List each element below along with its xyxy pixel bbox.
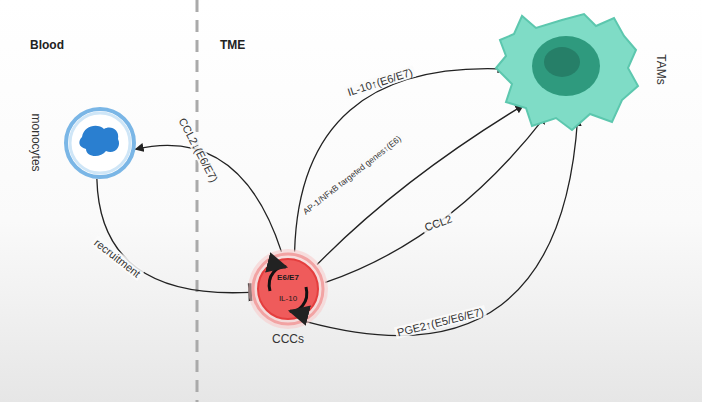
nucleus-core bbox=[544, 47, 580, 77]
connector bbox=[97, 179, 250, 293]
blood-tme-divider bbox=[196, 0, 199, 402]
glow-ring bbox=[253, 254, 323, 324]
cell-name: CCCs bbox=[272, 333, 304, 346]
cancer-cell bbox=[258, 259, 318, 319]
cell-name: TAMs bbox=[654, 55, 667, 85]
membrane-glow bbox=[70, 113, 130, 173]
monocyte-cell-shape bbox=[64, 107, 136, 179]
region-label: Blood bbox=[30, 38, 64, 52]
ccc-cell: E6/E7IL-10CCCs bbox=[256, 257, 320, 321]
connector bbox=[307, 118, 578, 336]
monocyte-cell: monocytes bbox=[64, 107, 136, 179]
tam-cell: TAMs bbox=[492, 10, 642, 136]
edge-label: CCL2 bbox=[421, 212, 455, 234]
oncogene-tag: E6/E7 bbox=[277, 274, 299, 283]
cell-membrane bbox=[66, 109, 134, 177]
tam-cell-shape bbox=[492, 10, 642, 136]
connector bbox=[295, 69, 506, 252]
cell-name: monocytes bbox=[28, 114, 41, 172]
edge-label: recruitment bbox=[91, 235, 145, 281]
nucleus bbox=[79, 126, 119, 156]
macrophage-body bbox=[496, 14, 638, 130]
cytokine-tag: IL-10 bbox=[279, 295, 297, 304]
connector bbox=[317, 105, 523, 264]
glow bbox=[248, 249, 328, 329]
nucleus bbox=[532, 36, 600, 96]
connector bbox=[325, 116, 546, 283]
region-label: TME bbox=[220, 38, 245, 52]
edge-label: AP-1/NFκB targeted genes↑(E6) bbox=[299, 132, 404, 217]
edge-label: IL-10↑(E6/E7) bbox=[344, 65, 416, 99]
ccc-cell-shape bbox=[256, 257, 320, 321]
